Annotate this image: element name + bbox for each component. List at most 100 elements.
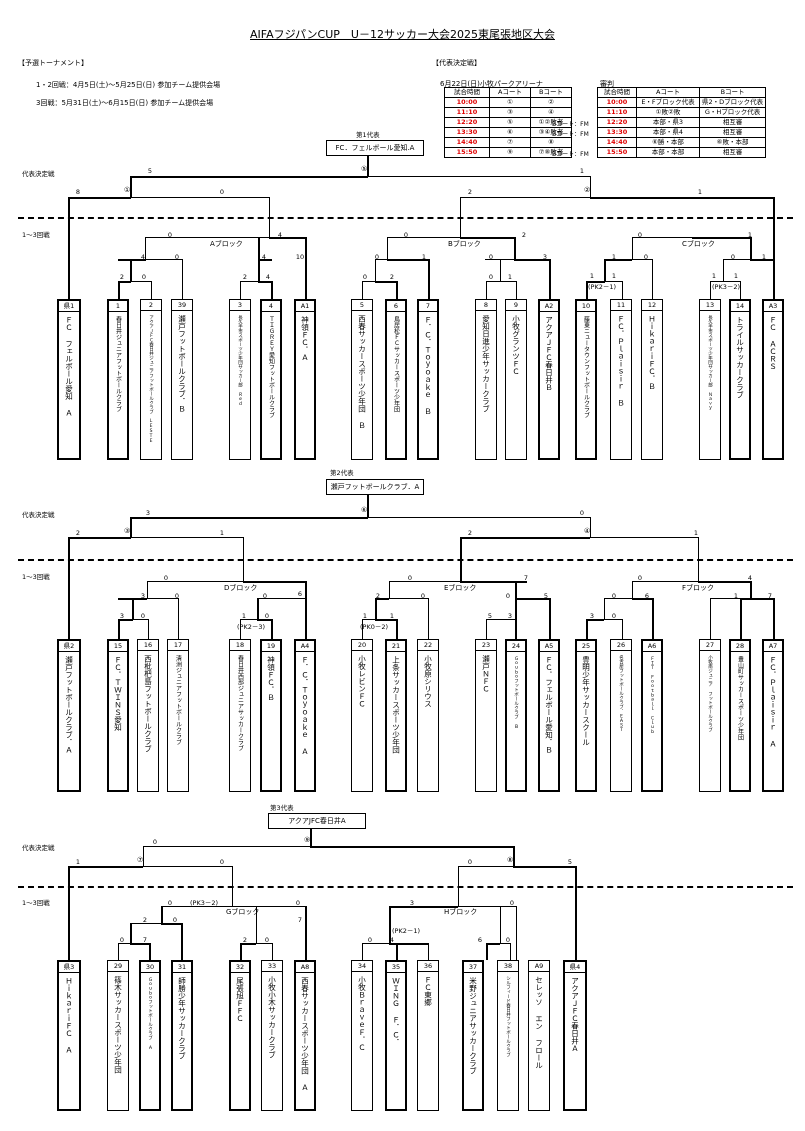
bracket-line: [375, 259, 376, 281]
score: 2: [467, 188, 473, 196]
team-number: 19: [262, 641, 280, 652]
bracket-line: [149, 943, 151, 960]
bracket-line: [257, 619, 272, 621]
bracket-line: [130, 943, 150, 945]
bracket-line: [515, 598, 551, 600]
team-number: 29: [108, 961, 128, 972]
bracket-line: [632, 237, 692, 238]
team-name: ＦＣ フェルボール愛知 Ａ: [64, 316, 74, 417]
team-name: 名古屋フットボールクラブ．ＥＡＳＴ: [618, 655, 624, 732]
team-name: 小牧南ジュニア フットボールクラブ: [707, 655, 713, 732]
score: 1: [697, 188, 703, 196]
final-date-venue: 6月22日(日)小牧パークアリーナ: [440, 80, 543, 88]
score: 0: [643, 253, 649, 261]
bracket-line: [243, 581, 306, 583]
bracket-line: [68, 866, 143, 868]
score: 2: [375, 592, 381, 600]
bracket-line: [516, 906, 517, 960]
bracket-line: [310, 846, 514, 848]
team-number: 4: [262, 301, 280, 312]
team-name: トライルサッカークラブ: [735, 316, 745, 399]
referee-label: 審判: [600, 80, 614, 88]
bracket-line: [389, 906, 458, 908]
bracket-line: [240, 619, 241, 639]
team-box[interactable]: 27 小牧南ジュニア フットボールクラブ: [699, 639, 721, 792]
bracket-line: [460, 197, 461, 237]
bracket-line: [272, 943, 273, 960]
score: 0: [219, 188, 225, 196]
bracket-line: [240, 619, 257, 620]
bracket-line: [362, 281, 375, 282]
bracket-line: [460, 537, 462, 581]
bracket-line: [460, 197, 590, 198]
bracket-line: [257, 598, 306, 599]
bracket-line: [375, 259, 387, 260]
team-number: 24: [507, 641, 525, 652]
score: 0: [579, 509, 585, 517]
team-number: A9: [529, 961, 549, 972]
score: 1: [579, 167, 585, 175]
team-name: 瀬戸ＮＦＣ: [481, 655, 491, 693]
score: 7: [297, 916, 303, 924]
bracket-line: [590, 517, 591, 537]
team-number: 27: [700, 640, 720, 651]
block-label: Aブロック: [210, 240, 243, 248]
score: 5: [567, 858, 573, 866]
score: 1: [421, 253, 427, 261]
bracket-line: [510, 943, 511, 960]
bracket-line: [486, 619, 515, 620]
score: 0: [367, 936, 373, 944]
